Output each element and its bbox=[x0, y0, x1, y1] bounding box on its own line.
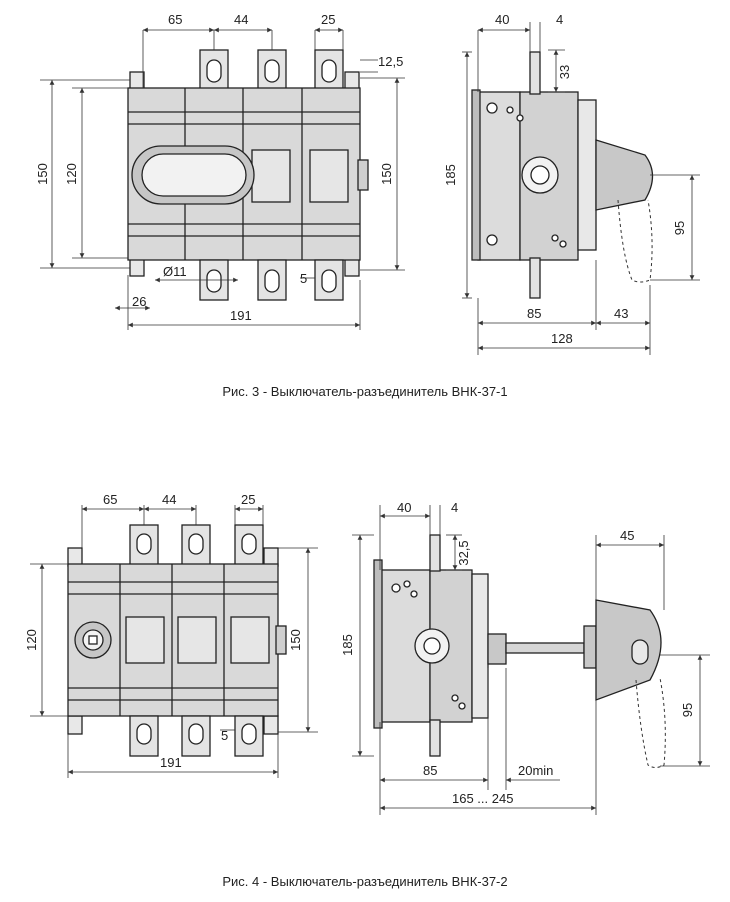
handle-side-2 bbox=[595, 599, 662, 701]
dim-height-150: 150 bbox=[288, 629, 303, 651]
fig3-front-view: 65 44 25 12,5 150 120 150 Ø11 5 26 191 bbox=[35, 12, 405, 330]
dim-95: 95 bbox=[680, 703, 695, 717]
handle-side bbox=[595, 139, 654, 211]
dim-width-191: 191 bbox=[160, 755, 182, 770]
dim-165-245: 165 ... 245 bbox=[452, 791, 513, 806]
dim-44: 44 bbox=[162, 492, 176, 507]
dim-5: 5 bbox=[300, 271, 307, 286]
fig3-side-view: 40 4 33 185 95 85 43 128 bbox=[443, 12, 700, 355]
dim-45: 45 bbox=[620, 528, 634, 543]
dim-height-150: 150 bbox=[35, 163, 50, 185]
dim-5: 5 bbox=[221, 728, 228, 743]
dim-4: 4 bbox=[556, 12, 563, 27]
extension-shaft bbox=[505, 642, 585, 654]
dim-width-191: 191 bbox=[230, 308, 252, 323]
dim-25: 25 bbox=[241, 492, 255, 507]
window bbox=[309, 149, 349, 203]
dim-20min: 20min bbox=[518, 763, 553, 778]
dim-height-150-right: 150 bbox=[379, 163, 394, 185]
dim-25: 25 bbox=[321, 12, 335, 27]
dim-85: 85 bbox=[423, 763, 437, 778]
dim-65: 65 bbox=[103, 492, 117, 507]
dim-65: 65 bbox=[168, 12, 182, 27]
dim-26: 26 bbox=[132, 294, 146, 309]
dim-44: 44 bbox=[234, 12, 248, 27]
dim-4: 4 bbox=[451, 500, 458, 515]
dim-33: 33 bbox=[557, 65, 572, 79]
window bbox=[251, 149, 291, 203]
dim-95: 95 bbox=[672, 221, 687, 235]
dim-height-120: 120 bbox=[64, 163, 79, 185]
rotary-handle bbox=[131, 145, 255, 205]
dim-12-5: 12,5 bbox=[378, 54, 403, 69]
dim-40: 40 bbox=[495, 12, 509, 27]
dim-40: 40 bbox=[397, 500, 411, 515]
dim-128: 128 bbox=[551, 331, 573, 346]
fig4-front-view: 65 44 25 120 150 5 191 bbox=[24, 492, 318, 778]
caption-fig4: Рис. 4 - Выключатель-разъединитель ВНК-3… bbox=[222, 874, 507, 889]
dim-height-120: 120 bbox=[24, 629, 39, 651]
dim-85: 85 bbox=[527, 306, 541, 321]
dim-diameter-11: Ø11 bbox=[163, 264, 187, 279]
caption-fig3: Рис. 3 - Выключатель-разъединитель ВНК-3… bbox=[222, 384, 507, 399]
dim-32-5: 32,5 bbox=[456, 540, 471, 565]
dim-height-185: 185 bbox=[443, 164, 458, 186]
dim-height-185: 185 bbox=[340, 634, 355, 656]
fig4-side-view: 40 4 32,5 185 45 95 85 20min 165 ... 245 bbox=[340, 500, 710, 815]
dim-43: 43 bbox=[614, 306, 628, 321]
